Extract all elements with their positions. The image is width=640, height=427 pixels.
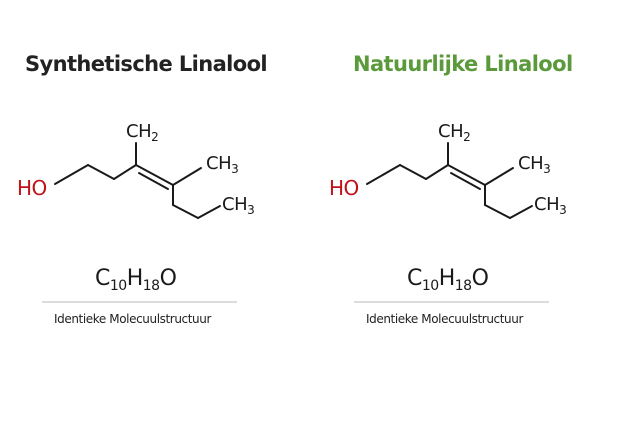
molecule-structure	[54, 142, 221, 219]
panel-synthetic: Synthetische Linalool HO CH2 CH3 CH3 C10…	[17, 52, 268, 326]
molecule-structure	[366, 142, 533, 219]
molecular-formula: C10H18O	[407, 266, 489, 294]
ch2-label: CH2	[438, 121, 471, 144]
caption: Identieke Molecuulstructuur	[366, 312, 523, 326]
panel-title: Synthetische Linalool	[25, 52, 268, 76]
caption: Identieke Molecuulstructuur	[54, 312, 211, 326]
panel-title: Natuurlijke Linalool	[353, 52, 573, 76]
ch3-label-lower: CH3	[222, 194, 255, 217]
hydroxyl-label: HO	[17, 176, 47, 200]
ch2-label: CH2	[126, 121, 159, 144]
divider	[42, 301, 237, 303]
hydroxyl-label: HO	[329, 176, 359, 200]
panel-natural: Natuurlijke Linalool HO CH2 CH3 CH3 C10H…	[312, 0, 632, 427]
divider	[354, 301, 549, 303]
ch3-label-upper: CH3	[206, 153, 239, 176]
ch3-label-upper: CH3	[518, 153, 551, 176]
ch3-label-lower: CH3	[534, 194, 567, 217]
molecular-formula: C10H18O	[95, 266, 177, 294]
